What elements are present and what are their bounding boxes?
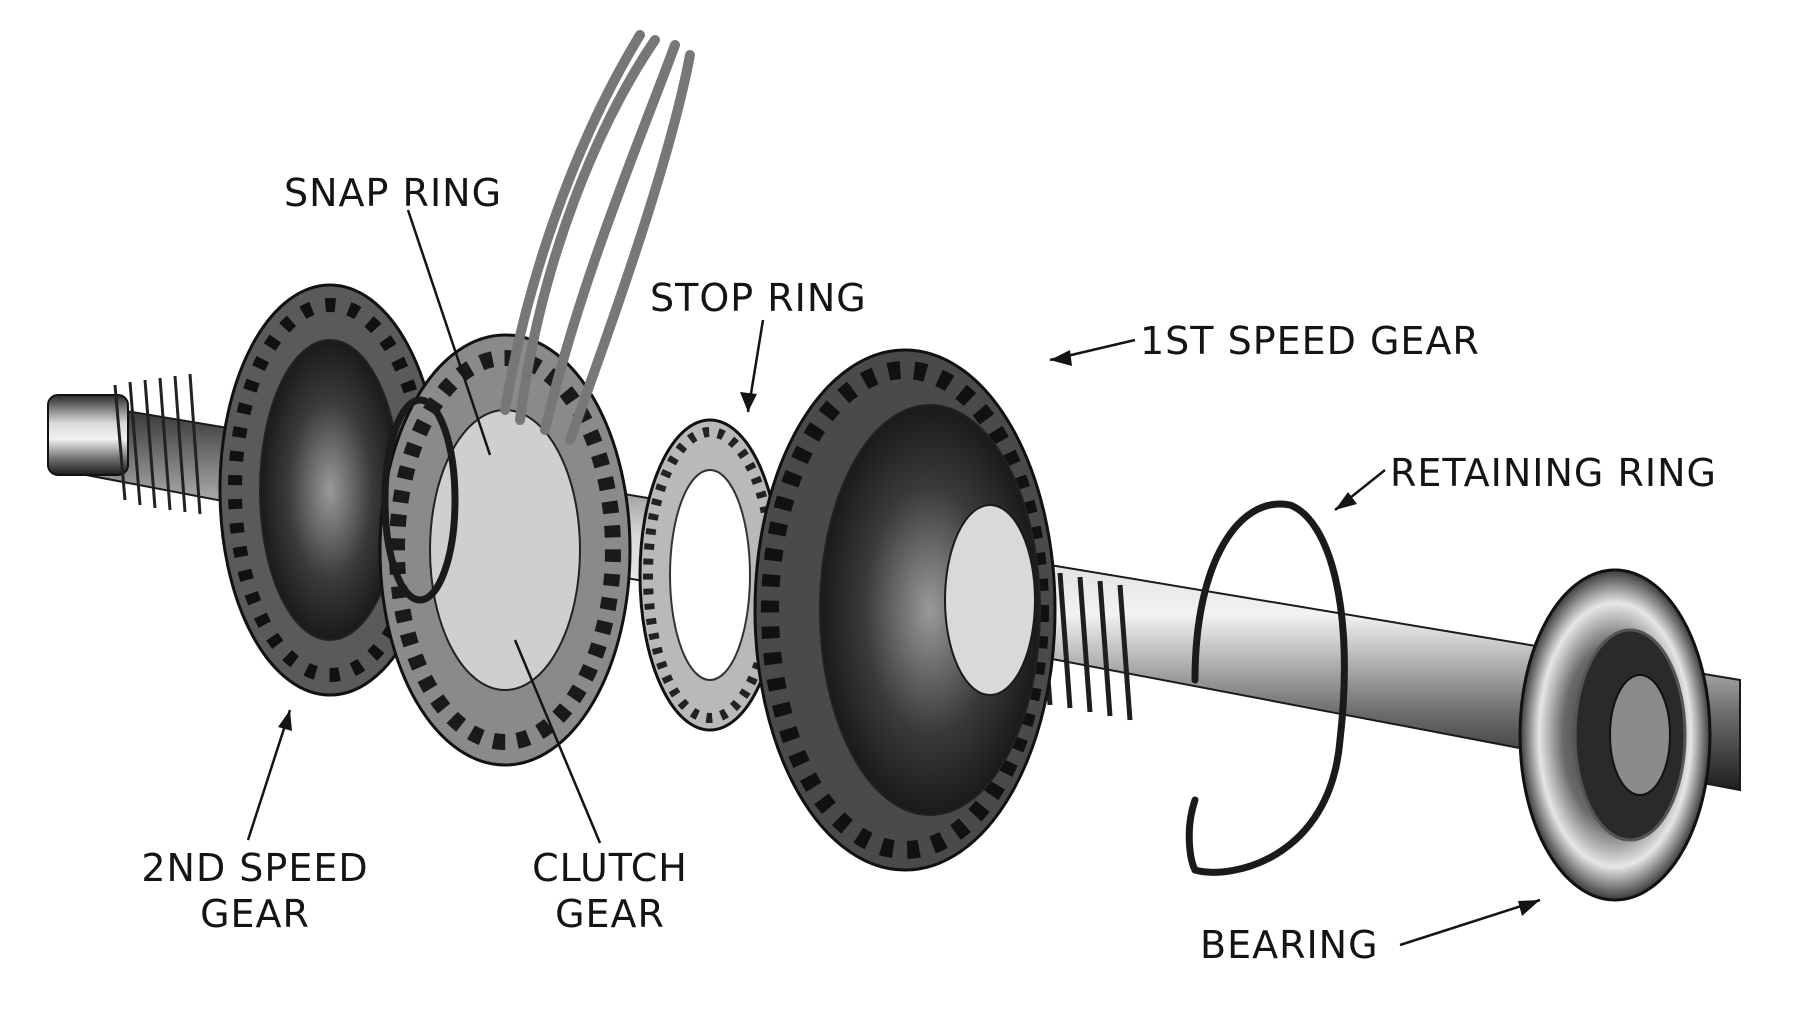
- arrowhead-retaining-ring: [1335, 492, 1357, 510]
- label-second-speed-gear-line2: GEAR: [200, 892, 310, 936]
- snap-ring-pliers: [500, 30, 695, 445]
- leader-clutch-gear: [513, 639, 602, 844]
- label-snap-ring-text: SNAP RING: [284, 171, 503, 215]
- label-clutch-gear-line1: CLUTCH: [532, 846, 688, 890]
- bearing: [1518, 568, 1712, 902]
- label-bearing: BEARING: [1200, 922, 1379, 968]
- label-first-speed-gear: 1ST SPEED GEAR: [1140, 318, 1480, 364]
- label-retaining-ring-text: RETAINING RING: [1390, 451, 1717, 495]
- leader-second-speed-gear: [246, 709, 292, 841]
- arrowhead-stop-ring: [740, 392, 757, 412]
- label-snap-ring: SNAP RING: [284, 170, 502, 216]
- arrowhead-bearing: [1518, 900, 1540, 916]
- leader-arrowheads: [278, 350, 1540, 916]
- label-stop-ring-text: STOP RING: [650, 276, 867, 320]
- retaining-ring: [1185, 500, 1348, 876]
- label-clutch-gear-line2: GEAR: [555, 892, 665, 936]
- leader-bearing: [1399, 898, 1541, 947]
- label-clutch-gear: CLUTCH GEAR: [520, 845, 700, 937]
- arrowhead-first-speed-gear: [1050, 350, 1072, 366]
- label-second-speed-gear-line1: 2ND SPEED: [141, 846, 369, 890]
- left-spline: [113, 373, 202, 515]
- leader-snap-ring: [406, 209, 492, 456]
- label-first-speed-gear-text: 1ST SPEED GEAR: [1140, 319, 1480, 363]
- leader-lines: [246, 209, 1541, 947]
- first-speed-gear: [753, 348, 1057, 872]
- arrowhead-second-speed-gear: [278, 710, 292, 731]
- label-second-speed-gear: 2ND SPEED GEAR: [130, 845, 380, 937]
- label-stop-ring: STOP RING: [650, 275, 867, 321]
- snap-ring: [381, 396, 459, 604]
- label-retaining-ring: RETAINING RING: [1390, 450, 1717, 496]
- label-bearing-text: BEARING: [1200, 923, 1379, 967]
